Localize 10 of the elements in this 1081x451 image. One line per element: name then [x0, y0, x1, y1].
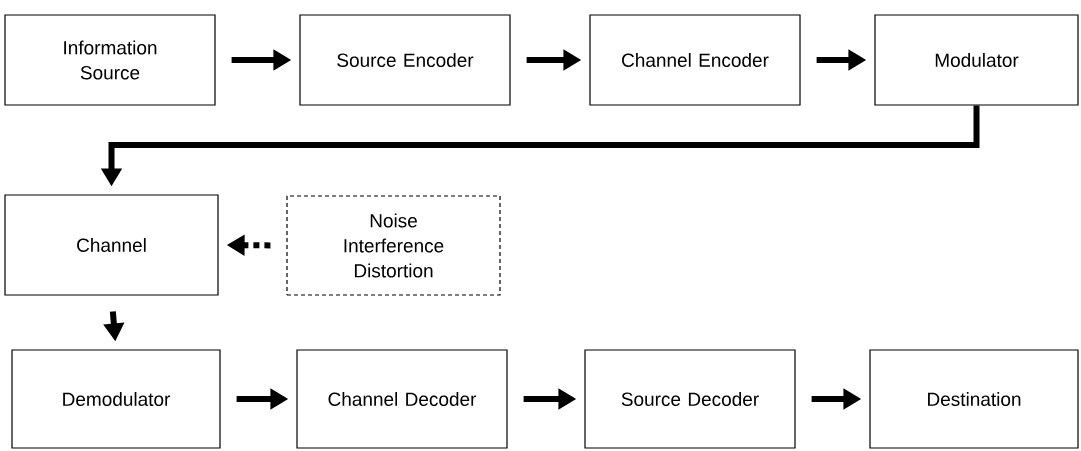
process-box: Information Source	[4, 14, 216, 106]
noise-box: Noise Interference Distortion	[286, 195, 501, 296]
process-box: Source Decoder	[584, 349, 796, 449]
process-box: Demodulator	[11, 349, 221, 449]
process-box: Modulator	[874, 14, 1079, 106]
process-box: Destination	[869, 349, 1079, 449]
process-box: Channel Encoder	[589, 14, 801, 106]
process-box: Channel Decoder	[296, 349, 508, 449]
process-box: Source Encoder	[299, 14, 511, 106]
process-box: Channel	[4, 194, 219, 296]
